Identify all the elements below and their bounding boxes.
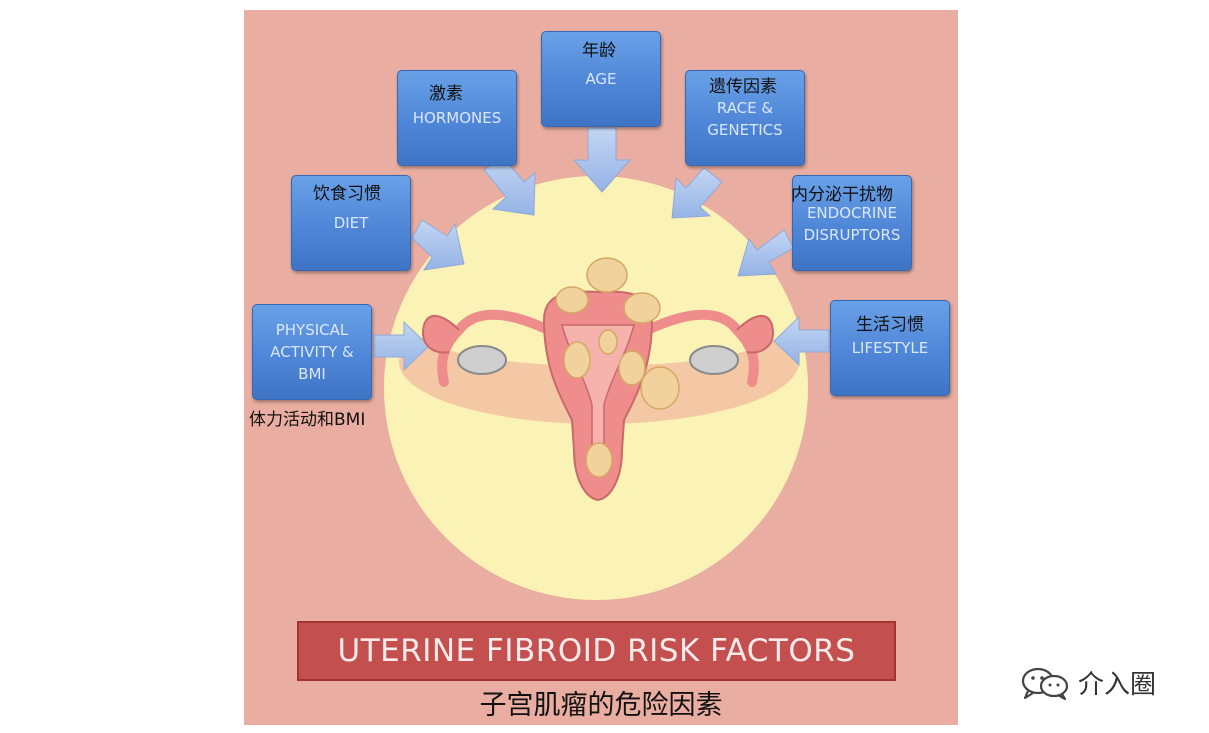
fibroid-7 <box>640 366 680 410</box>
fibroid-8 <box>585 442 613 478</box>
factor-box-hormones: HORMONES <box>397 70 517 166</box>
fibroid-1 <box>586 257 628 293</box>
factor-label-diet: DIET <box>333 214 369 232</box>
factor-label-endocrine: ENDOCRINE DISRUPTORS <box>803 204 901 244</box>
uterus-illustration <box>422 257 774 502</box>
factor-zh-hormones: 激素 <box>429 84 463 104</box>
diagram-illustration <box>373 127 830 600</box>
arrow-age <box>572 127 632 193</box>
left-ovary <box>457 345 507 375</box>
fibroid-5 <box>598 329 618 355</box>
title-banner: UTERINE FIBROID RISK FACTORS <box>297 621 896 681</box>
factor-label-physical: PHYSICAL ACTIVITY & BMI <box>270 321 354 383</box>
factor-box-physical: PHYSICAL ACTIVITY & BMI <box>252 304 372 400</box>
factor-zh-physical: 体力活动和BMI <box>249 410 366 430</box>
factor-label-hormones: HORMONES <box>412 109 502 127</box>
factor-label-lifestyle: LIFESTYLE <box>851 339 929 357</box>
factor-box-diet: DIET <box>291 175 411 271</box>
right-ovary <box>689 345 739 375</box>
factor-zh-age: 年龄 <box>582 41 616 61</box>
factor-box-race: RACE & GENETICS <box>685 70 805 166</box>
factor-box-endocrine: ENDOCRINE DISRUPTORS <box>792 175 912 271</box>
watermark-text: 介入圈 <box>1078 670 1157 700</box>
factor-zh-endocrine: 内分泌干扰物 <box>791 185 893 205</box>
factor-zh-diet: 饮食习惯 <box>313 184 381 204</box>
factor-box-lifestyle: LIFESTYLE <box>830 300 950 396</box>
watermark: 介入圈 <box>1020 664 1156 701</box>
fibroid-6 <box>618 350 646 386</box>
fibroid-4 <box>563 341 591 379</box>
factor-zh-lifestyle: 生活习惯 <box>856 315 924 335</box>
factor-label-age: AGE <box>585 70 617 88</box>
diagram-subtitle: 子宫肌瘤的危险因素 <box>479 690 723 721</box>
arrow-race <box>671 167 723 219</box>
arrow-lifestyle <box>773 315 830 367</box>
fibroid-3 <box>623 292 661 324</box>
arrow-endocrine <box>737 229 795 277</box>
factor-box-age: AGE <box>541 31 661 127</box>
factor-zh-race: 遗传因素 <box>709 77 777 97</box>
fibroid-2 <box>555 286 589 314</box>
diagram-title: UTERINE FIBROID RISK FACTORS <box>337 633 856 669</box>
diagram-canvas: AGE HORMONES RACE & GENETICS DIET ENDOCR… <box>244 10 958 725</box>
arrow-physical <box>373 320 430 372</box>
arrow-diet <box>411 219 465 271</box>
factor-label-race: RACE & GENETICS <box>707 99 783 139</box>
wechat-icon <box>1021 667 1069 700</box>
